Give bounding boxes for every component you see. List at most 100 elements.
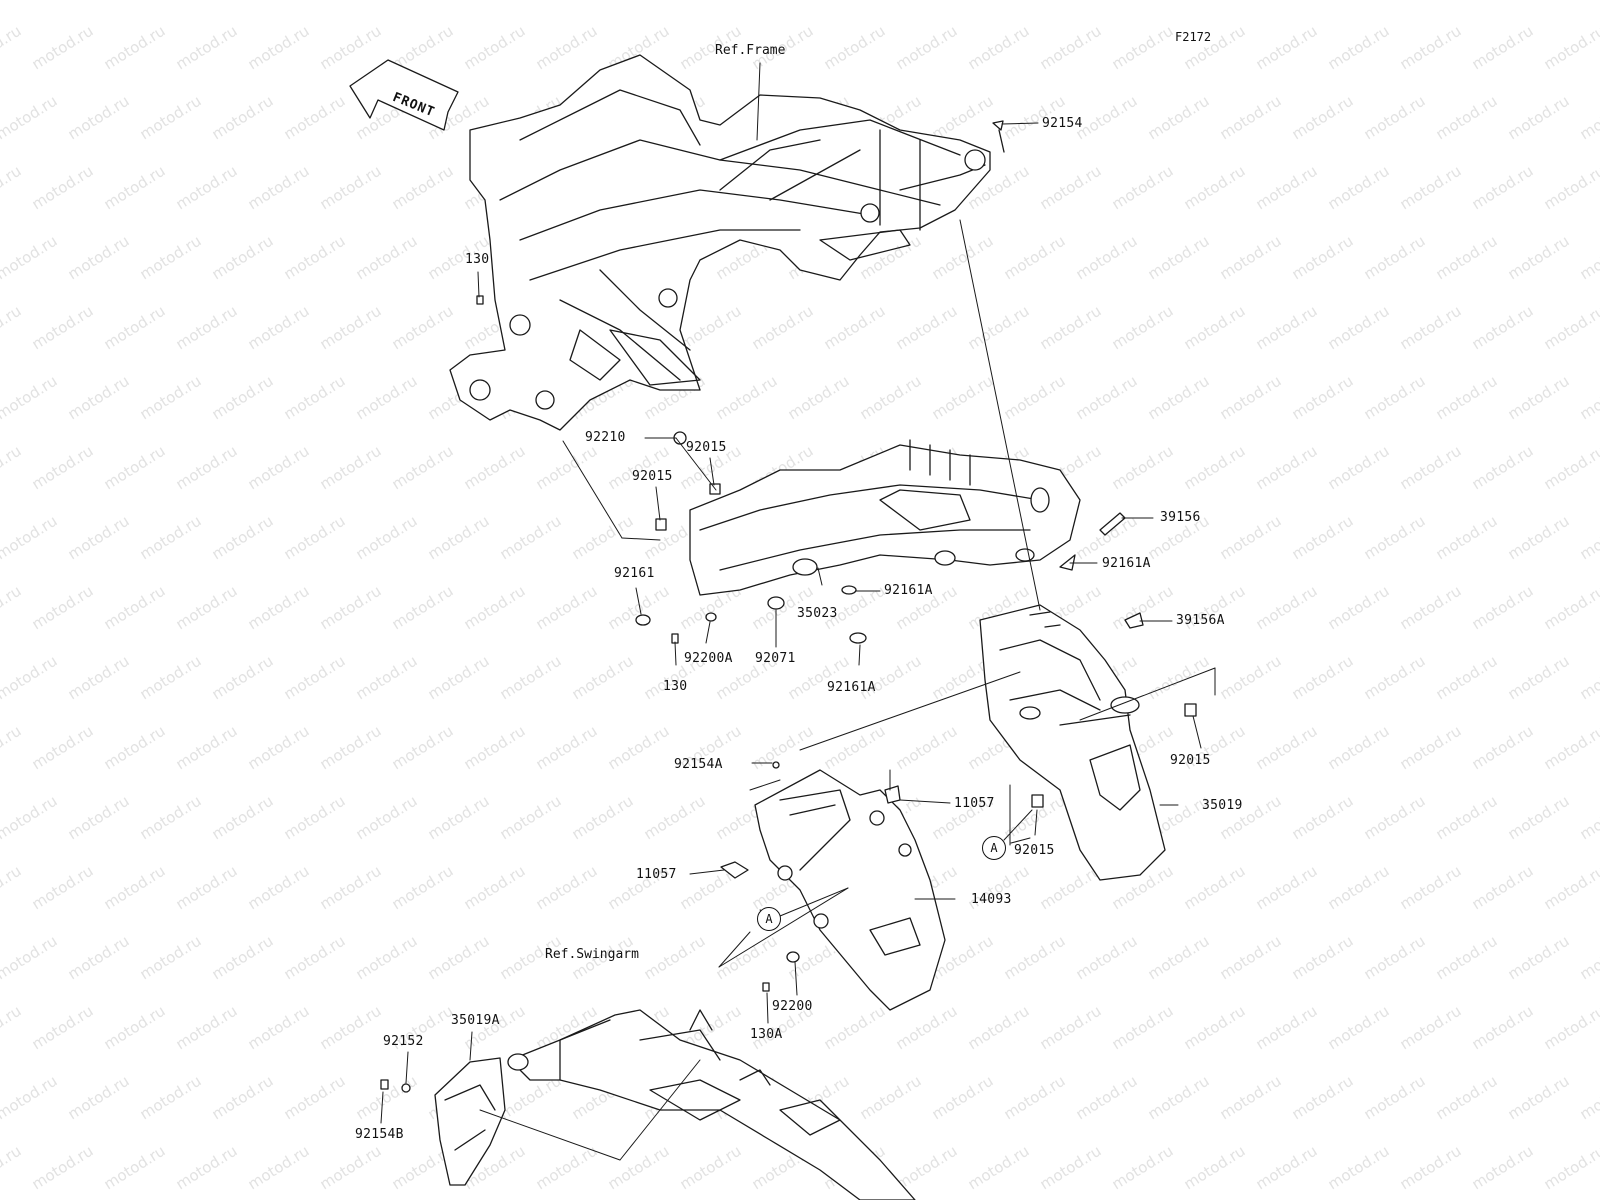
watermark-text: motod.ru bbox=[281, 932, 349, 984]
watermark-text: motod.ru bbox=[1577, 652, 1600, 704]
watermark-text: motod.ru bbox=[137, 1072, 205, 1124]
watermark-text: motod.ru bbox=[1289, 0, 1357, 3]
part-callout[interactable]: 92015 bbox=[632, 469, 673, 484]
watermark-text: motod.ru bbox=[1109, 1002, 1177, 1054]
watermark-text: motod.ru bbox=[497, 0, 565, 3]
watermark-text: motod.ru bbox=[1541, 862, 1600, 914]
watermark-text: motod.ru bbox=[101, 862, 169, 914]
watermark-text: motod.ru bbox=[245, 442, 313, 494]
watermark-text: motod.ru bbox=[461, 722, 529, 774]
watermark-text: motod.ru bbox=[1001, 232, 1069, 284]
chain-guard-35019A-drawing bbox=[434, 1057, 506, 1186]
watermark-text: motod.ru bbox=[1397, 582, 1465, 634]
part-callout[interactable]: 39156A bbox=[1176, 613, 1225, 628]
watermark-text: motod.ru bbox=[857, 1072, 925, 1124]
watermark-text: motod.ru bbox=[0, 0, 60, 3]
watermark-text: motod.ru bbox=[1577, 512, 1600, 564]
watermark-text: motod.ru bbox=[1361, 372, 1429, 424]
part-callout[interactable]: 92154A bbox=[674, 757, 723, 772]
part-callout[interactable]: 11057 bbox=[636, 867, 677, 882]
watermark-text: motod.ru bbox=[965, 1142, 1033, 1194]
watermark-text: motod.ru bbox=[1577, 0, 1600, 3]
watermark-text: motod.ru bbox=[29, 862, 97, 914]
part-callout[interactable]: 130A bbox=[750, 1027, 783, 1042]
watermark-text: motod.ru bbox=[605, 722, 673, 774]
watermark-text: motod.ru bbox=[1541, 582, 1600, 634]
part-callout[interactable]: 35019A bbox=[451, 1013, 500, 1028]
watermark-text: motod.ru bbox=[1325, 162, 1393, 214]
watermark-text: motod.ru bbox=[1505, 512, 1573, 564]
part-callout[interactable]: 92161A bbox=[884, 583, 933, 598]
watermark-text: motod.ru bbox=[461, 862, 529, 914]
watermark-text: motod.ru bbox=[101, 162, 169, 214]
watermark-text: motod.ru bbox=[425, 932, 493, 984]
part-callout[interactable]: 39156 bbox=[1160, 510, 1201, 525]
watermark-text: motod.ru bbox=[1433, 372, 1501, 424]
watermark-text: motod.ru bbox=[173, 302, 241, 354]
part-callout[interactable]: 92154 bbox=[1042, 116, 1083, 131]
watermark-text: motod.ru bbox=[1217, 232, 1285, 284]
watermark-text: motod.ru bbox=[245, 1002, 313, 1054]
watermark-text: motod.ru bbox=[1433, 512, 1501, 564]
part-callout[interactable]: 92200 bbox=[772, 999, 813, 1014]
watermark-text: motod.ru bbox=[101, 302, 169, 354]
watermark-text: motod.ru bbox=[101, 1002, 169, 1054]
watermark-text: motod.ru bbox=[1145, 932, 1213, 984]
watermark-text: motod.ru bbox=[317, 302, 385, 354]
part-callout[interactable]: 11057 bbox=[954, 796, 995, 811]
watermark-text: motod.ru bbox=[1037, 1002, 1105, 1054]
part-callout[interactable]: 92154B bbox=[355, 1127, 404, 1142]
part-callout[interactable]: 92071 bbox=[755, 651, 796, 666]
watermark-text: motod.ru bbox=[101, 1142, 169, 1194]
ref-swingarm-label: Ref.Swingarm bbox=[545, 947, 639, 962]
part-callout[interactable]: 92015 bbox=[1014, 843, 1055, 858]
part-callout[interactable]: 92161A bbox=[1102, 556, 1151, 571]
part-callout[interactable]: 14093 bbox=[971, 892, 1012, 907]
part-callout[interactable]: 92015 bbox=[1170, 753, 1211, 768]
watermark-text: motod.ru bbox=[173, 22, 241, 74]
watermark-text: motod.ru bbox=[0, 302, 24, 354]
watermark-text: motod.ru bbox=[1541, 1002, 1600, 1054]
part-callout[interactable]: 92161A bbox=[827, 680, 876, 695]
watermark-text: motod.ru bbox=[317, 582, 385, 634]
watermark-text: motod.ru bbox=[1325, 862, 1393, 914]
watermark-text: motod.ru bbox=[569, 512, 637, 564]
watermark-text: motod.ru bbox=[1505, 372, 1573, 424]
watermark-text: motod.ru bbox=[29, 722, 97, 774]
watermark-text: motod.ru bbox=[0, 722, 24, 774]
watermark-text: motod.ru bbox=[281, 372, 349, 424]
watermark-text: motod.ru bbox=[137, 652, 205, 704]
part-callout[interactable]: 92200A bbox=[684, 651, 733, 666]
watermark-text: motod.ru bbox=[209, 0, 277, 3]
watermark-text: motod.ru bbox=[317, 442, 385, 494]
part-callout[interactable]: 130 bbox=[465, 252, 490, 267]
watermark-text: motod.ru bbox=[0, 232, 60, 284]
watermark-text: motod.ru bbox=[965, 22, 1033, 74]
watermark-text: motod.ru bbox=[173, 162, 241, 214]
watermark-text: motod.ru bbox=[1145, 372, 1213, 424]
watermark-text: motod.ru bbox=[533, 582, 601, 634]
watermark-text: motod.ru bbox=[1469, 1142, 1537, 1194]
watermark-text: motod.ru bbox=[209, 232, 277, 284]
frame-drawing bbox=[449, 54, 991, 431]
watermark-text: motod.ru bbox=[893, 722, 961, 774]
part-callout[interactable]: 92152 bbox=[383, 1034, 424, 1049]
watermark-text: motod.ru bbox=[1145, 92, 1213, 144]
watermark-text: motod.ru bbox=[1253, 442, 1321, 494]
watermark-text: motod.ru bbox=[1181, 1142, 1249, 1194]
watermark-text: motod.ru bbox=[1541, 722, 1600, 774]
part-callout[interactable]: 35023 bbox=[797, 606, 838, 621]
watermark-text: motod.ru bbox=[317, 722, 385, 774]
watermark-text: motod.ru bbox=[1433, 1072, 1501, 1124]
part-callout[interactable]: 130 bbox=[663, 679, 688, 694]
watermark-text: motod.ru bbox=[1433, 932, 1501, 984]
watermark-text: motod.ru bbox=[1289, 232, 1357, 284]
part-callout[interactable]: 92210 bbox=[585, 430, 626, 445]
watermark-text: motod.ru bbox=[1469, 862, 1537, 914]
part-callout[interactable]: 92161 bbox=[614, 566, 655, 581]
watermark-text: motod.ru bbox=[533, 862, 601, 914]
watermark-text: motod.ru bbox=[1325, 1002, 1393, 1054]
part-callout[interactable]: 92015 bbox=[686, 440, 727, 455]
watermark-text: motod.ru bbox=[1397, 1142, 1465, 1194]
part-callout[interactable]: 35019 bbox=[1202, 798, 1243, 813]
